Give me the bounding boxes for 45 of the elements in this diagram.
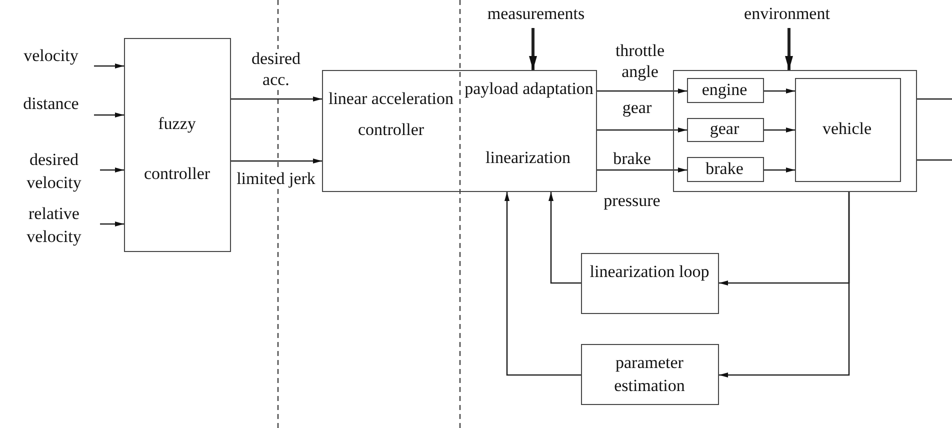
block-label: linearization loop (588, 261, 710, 283)
arrow (764, 168, 795, 172)
block-label: vehicle (821, 118, 873, 140)
block-label: engine (700, 78, 748, 100)
arrow (100, 222, 124, 226)
block-label: payload adaptation (464, 78, 594, 100)
block-box (686, 78, 764, 102)
signal-label: distance (8, 92, 94, 116)
signal-label: velocity (8, 44, 94, 68)
arrow (94, 64, 124, 68)
signal-label: measurements (458, 2, 614, 28)
edge-label: limited jerk (236, 168, 316, 189)
block-label: linear acceleration controller (327, 88, 455, 141)
block-box (794, 78, 900, 182)
block-label: linearization (484, 147, 572, 169)
block-label: brake (704, 158, 744, 180)
block-box (686, 118, 764, 142)
arrow (764, 128, 795, 132)
arrow (231, 158, 322, 164)
input-arrow (785, 28, 793, 70)
input-arrow (529, 28, 537, 70)
arrow (764, 88, 795, 94)
arrow (504, 192, 581, 376)
connector-line (917, 159, 952, 161)
block-label: gear (708, 118, 740, 140)
block-box (322, 70, 597, 192)
signal-label: environment (720, 2, 854, 28)
block-box (124, 38, 231, 252)
arrow (231, 96, 322, 102)
arrow (597, 128, 687, 132)
arrow (548, 192, 581, 284)
block-box (581, 344, 719, 405)
connector-line (917, 98, 952, 100)
block-label: fuzzy controller (142, 113, 212, 185)
plant-box (673, 70, 917, 192)
arrow (597, 88, 687, 94)
arrow (100, 168, 124, 172)
signal-label: relative velocity (8, 202, 100, 248)
signal-label: desired velocity (8, 148, 100, 194)
arrow (719, 192, 850, 378)
arrow (597, 168, 687, 172)
arrow (94, 112, 124, 118)
block-label: parameter estimation (613, 352, 686, 397)
block-box (581, 253, 719, 314)
block-box (686, 156, 764, 182)
